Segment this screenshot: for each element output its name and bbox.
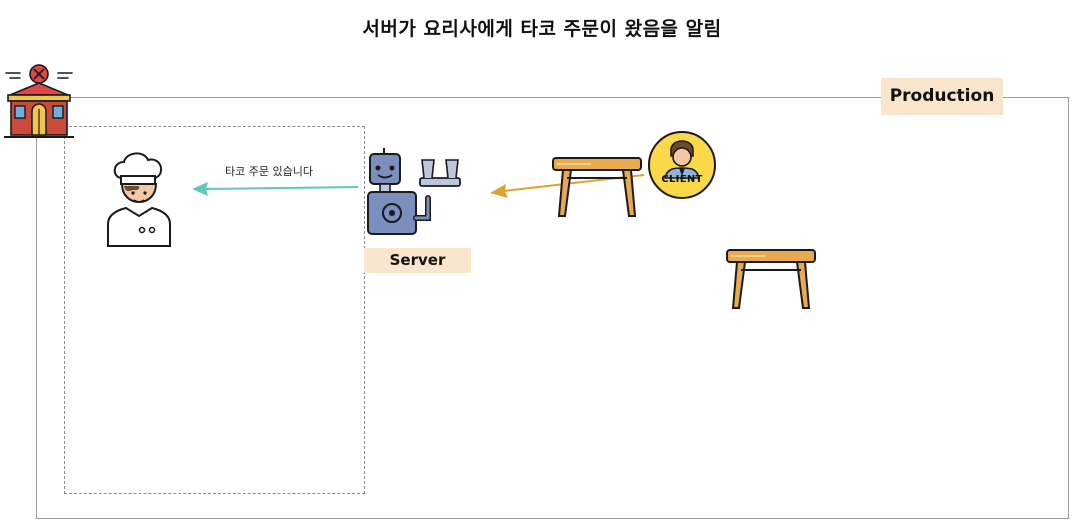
server-label: Server [364, 248, 471, 273]
client-icon [648, 131, 716, 199]
chef-arrow [192, 182, 359, 196]
restaurant-icon [4, 64, 74, 138]
client-label: CLIENT [661, 174, 703, 185]
kitchen-boundary [64, 126, 365, 494]
message-label: 타코 주문 있습니다 [225, 165, 313, 178]
table-icon [552, 157, 642, 217]
diagram-title: 서버가 요리사에게 타코 주문이 왔음을 알림 [362, 18, 722, 40]
production-label: Production [881, 78, 1003, 115]
chef-icon [107, 152, 171, 247]
production-boundary [36, 97, 1069, 519]
table-icon-2 [726, 249, 816, 309]
robot-server-icon [367, 148, 461, 235]
